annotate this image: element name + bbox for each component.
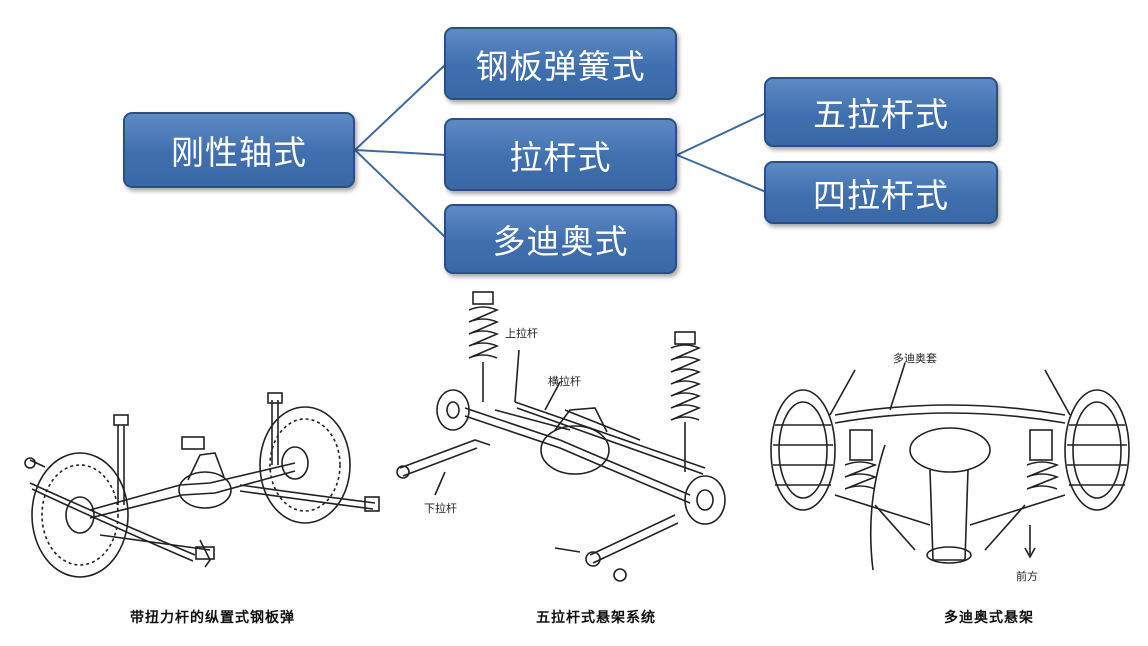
callout-upper-link: 上拉杆 bbox=[505, 327, 538, 340]
caption-five-link-figure: 五拉杆式悬架系统 bbox=[536, 610, 656, 626]
node-five-link-label: 五拉杆式 bbox=[813, 95, 949, 134]
connector-root-to-leaf-spring bbox=[354, 63, 447, 151]
node-leaf-spring: 钢板弹簧式 bbox=[444, 27, 677, 100]
connector-link-to-four-link bbox=[676, 154, 767, 193]
node-four-link: 四拉杆式 bbox=[764, 161, 998, 224]
node-four-link-label: 四拉杆式 bbox=[813, 175, 949, 215]
caption-leaf-spring-figure: 带扭力杆的纵置式钢板弹 bbox=[130, 610, 295, 626]
callout-de-dion-tube: 多迪奥套 bbox=[893, 352, 937, 365]
node-link-type-label: 拉杆式 bbox=[509, 137, 612, 177]
callout-lower-link: 下拉杆 bbox=[424, 502, 457, 515]
de-dion-suspension-illustration bbox=[770, 362, 1130, 571]
node-rigid-axle-label: 刚性轴式 bbox=[171, 133, 307, 172]
callout-lateral-rod: 横拉杆 bbox=[548, 375, 581, 388]
node-five-link: 五拉杆式 bbox=[764, 77, 998, 147]
connector-root-to-link bbox=[354, 149, 447, 156]
connector-link-to-five-link bbox=[676, 112, 767, 156]
leaf-spring-suspension-illustration bbox=[24, 392, 380, 578]
node-rigid-axle: 刚性轴式 bbox=[123, 112, 355, 188]
five-link-suspension-illustration bbox=[396, 291, 726, 582]
callout-forward-direction: 前方 bbox=[1016, 570, 1038, 583]
tree-connectors bbox=[354, 63, 767, 239]
node-de-dion-label: 多迪奥式 bbox=[492, 222, 629, 261]
caption-de-dion-figure: 多迪奥式悬架 bbox=[944, 610, 1034, 626]
node-de-dion: 多迪奥式 bbox=[444, 204, 677, 274]
node-link-type: 拉杆式 bbox=[444, 118, 677, 191]
node-leaf-spring-label: 钢板弹簧式 bbox=[475, 46, 646, 86]
connector-root-to-de-dion bbox=[354, 149, 447, 239]
